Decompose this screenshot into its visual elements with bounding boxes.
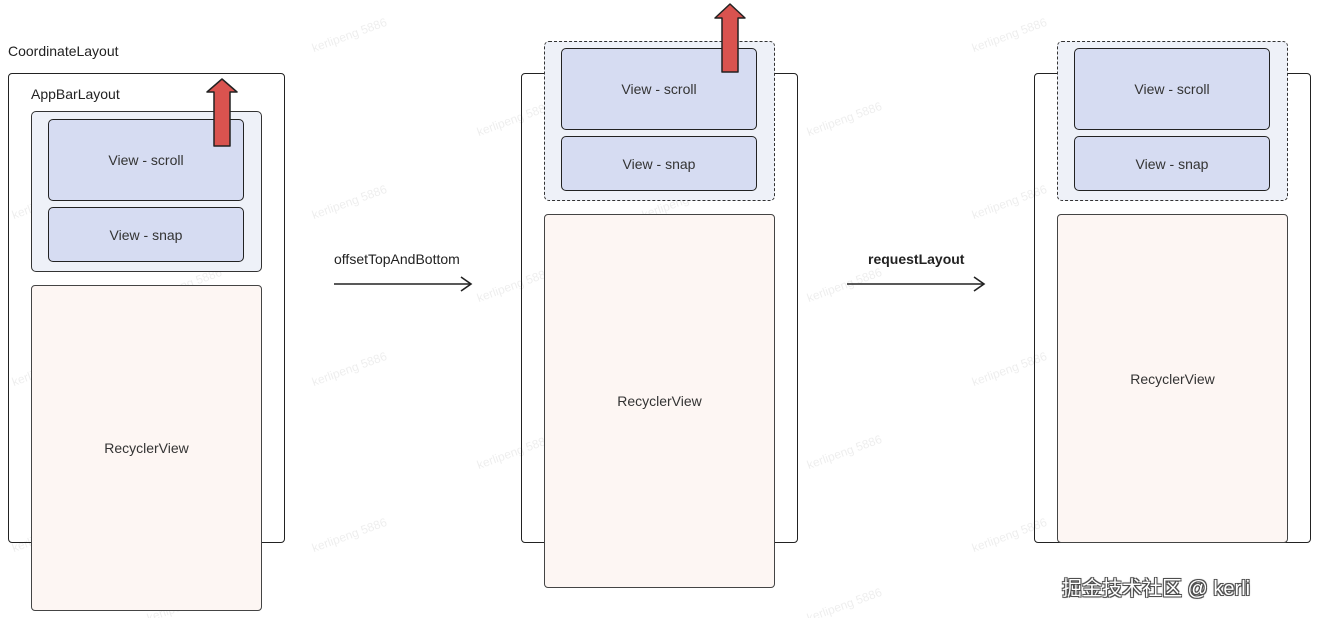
view-scroll-box: View - scroll	[1074, 48, 1270, 130]
view-scroll-box: View - scroll	[48, 119, 244, 201]
recycler-view-label: RecyclerView	[104, 440, 189, 456]
view-scroll-label: View - scroll	[1134, 81, 1210, 97]
recycler-view-label: RecyclerView	[617, 393, 702, 409]
recycler-view-box: RecyclerView	[544, 214, 775, 588]
recycler-view-box: RecyclerView	[31, 285, 262, 611]
source-watermark: 掘金技术社区 @ kerli	[1062, 578, 1251, 600]
view-scroll-label: View - scroll	[108, 152, 184, 168]
view-snap-label: View - snap	[622, 155, 696, 172]
coordinator-label: CoordinateLayout	[8, 43, 119, 59]
transition-arrow-icon	[847, 276, 986, 292]
view-snap-label: View - snap	[109, 226, 183, 243]
recycler-view-label: RecyclerView	[1130, 370, 1215, 387]
view-snap-label: View - snap	[1135, 155, 1209, 172]
scroll-up-arrow-icon	[714, 3, 746, 73]
view-snap-box: View - snap	[561, 136, 757, 191]
scroll-up-arrow-icon	[206, 78, 238, 147]
step-offset-label: offsetTopAndBottom	[334, 251, 460, 267]
recycler-view-box: RecyclerView	[1057, 214, 1288, 543]
view-scroll-label: View - scroll	[621, 81, 697, 97]
transition-arrow-icon	[334, 276, 473, 292]
view-snap-box: View - snap	[1074, 136, 1270, 191]
step-request-layout-label: requestLayout	[868, 251, 965, 267]
view-snap-box: View - snap	[48, 207, 244, 262]
appbar-label: AppBarLayout	[31, 86, 120, 102]
